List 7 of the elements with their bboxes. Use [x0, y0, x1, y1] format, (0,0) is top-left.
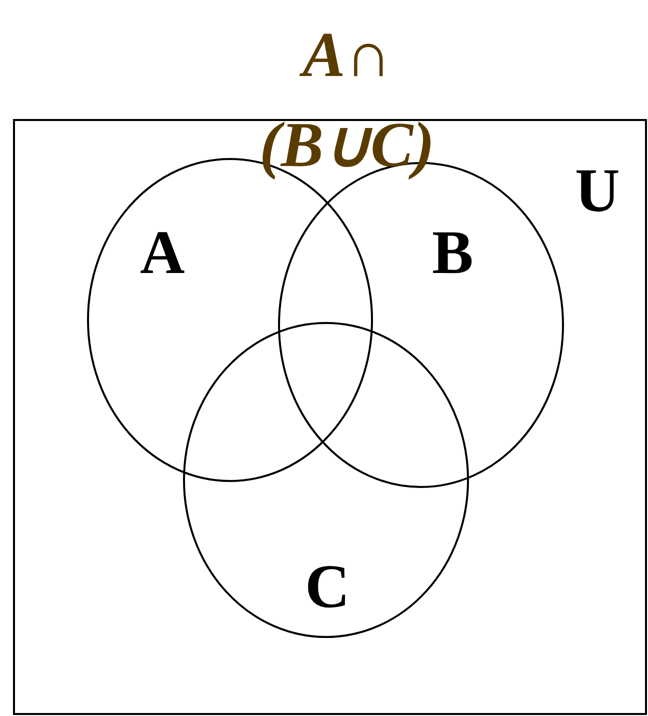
set-label: C: [305, 556, 350, 618]
set-circle: [183, 322, 469, 638]
set-label: U: [575, 160, 620, 222]
title: A∩ (B∪C): [258, 18, 436, 182]
set-label: A: [140, 222, 185, 284]
set-label: B: [432, 222, 474, 284]
universe-rectangle: [13, 119, 647, 715]
